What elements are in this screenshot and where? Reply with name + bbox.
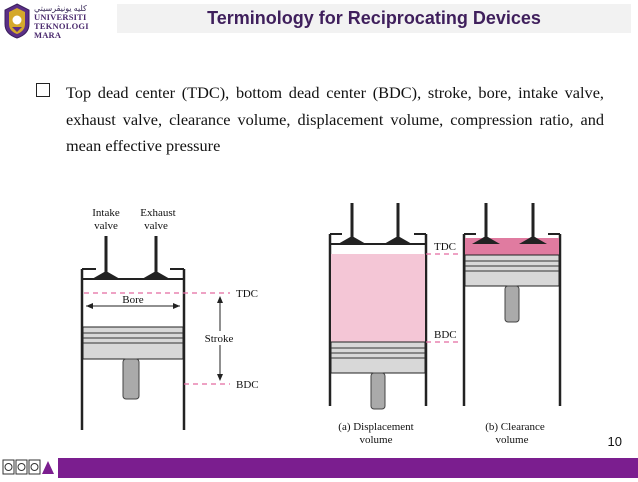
clearance-cylinder bbox=[462, 203, 562, 406]
bdc-label-right: BDC bbox=[434, 329, 457, 341]
intake-valve-head bbox=[92, 271, 120, 279]
logo-jawi-script: ﻛﻠﻴﻪ ﻳﻮﻧﻴﭭﺮﺳﻴﺘﻲ bbox=[34, 4, 87, 13]
tdc-label-left: TDC bbox=[236, 288, 258, 300]
intake-valve-label: Intake bbox=[92, 207, 120, 219]
checkbox-bullet-icon bbox=[36, 83, 50, 97]
intake-valve-label-2: valve bbox=[94, 220, 118, 232]
displacement-volume-fill bbox=[331, 254, 425, 342]
logo-line-2: TEKNOLOGI bbox=[34, 21, 89, 31]
stroke-label: Stroke bbox=[205, 333, 234, 345]
caption-a: (a) Displacement bbox=[338, 421, 413, 433]
tdc-label-right: TDC bbox=[434, 241, 456, 253]
caption-a-2: volume bbox=[360, 434, 393, 446]
bullet-text: Top dead center (TDC), bottom dead cente… bbox=[66, 83, 604, 155]
footer-bar bbox=[58, 458, 638, 478]
exhaust-valve-label: Exhaust bbox=[140, 207, 175, 219]
caption-b: (b) Clearance bbox=[485, 421, 545, 433]
badge-icon-2 bbox=[15, 459, 28, 475]
logo-line-3: MARA bbox=[34, 30, 62, 40]
badge-icon-3 bbox=[28, 459, 41, 475]
footer-badges bbox=[2, 458, 56, 478]
uitm-logo: ﻛﻠﻴﻪ ﻳﻮﻧﻴﭭﺮﺳﻴﺘﻲ UNIVERSITI TEKNOLOGI MAR… bbox=[0, 0, 108, 42]
caption-b-2: volume bbox=[496, 434, 529, 446]
uitm-crest-icon bbox=[4, 3, 30, 39]
bore-label: Bore bbox=[122, 294, 144, 306]
exhaust-valve-head bbox=[142, 271, 170, 279]
logo-line-1: UNIVERSITI bbox=[34, 12, 87, 22]
slide-title: Terminology for Reciprocating Devices bbox=[207, 8, 541, 28]
title-bar bbox=[117, 4, 631, 33]
left-cylinder bbox=[80, 236, 238, 430]
slide-number: 10 bbox=[607, 434, 622, 449]
displacement-cylinder bbox=[328, 203, 458, 410]
badge-icon-1 bbox=[2, 459, 15, 475]
bdc-label-left: BDC bbox=[236, 379, 259, 391]
triangle-logo-icon bbox=[42, 461, 54, 474]
connecting-rod-left bbox=[122, 358, 140, 400]
reciprocating-device-figure: Intake valve Exhaust valve Bore Stroke T… bbox=[80, 203, 562, 446]
exhaust-valve-label-2: valve bbox=[144, 220, 168, 232]
